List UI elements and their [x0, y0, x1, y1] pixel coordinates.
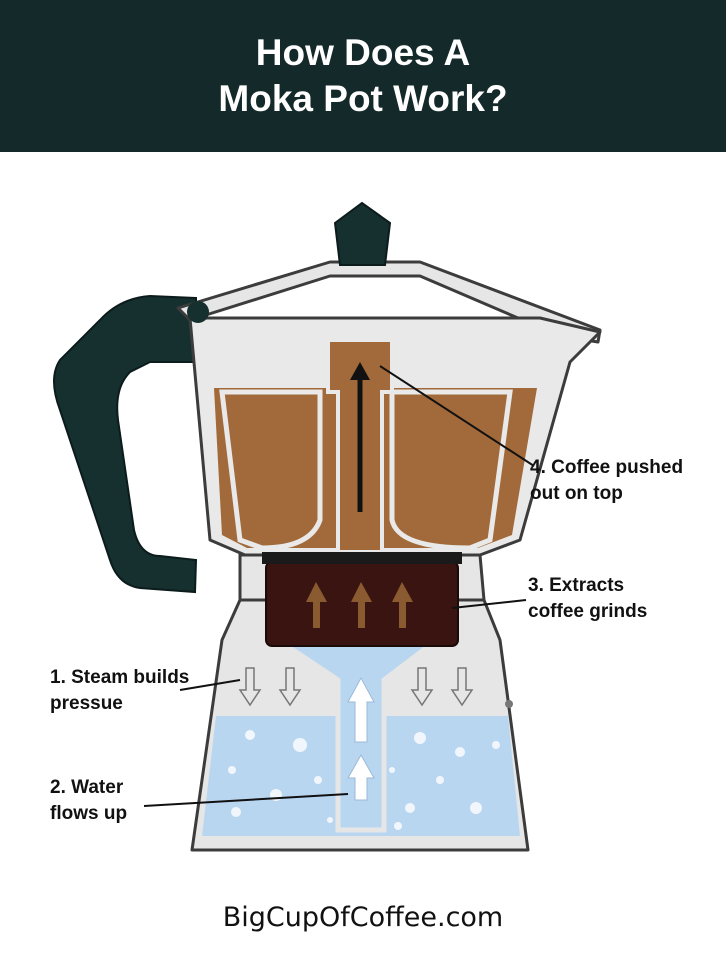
leader-step2 [143, 793, 349, 807]
footer-site-name: BigCupOfCoffee.com [222, 902, 504, 933]
label-step4-line2: out on top [530, 483, 623, 504]
label-step3-line1: 3. Extracts [528, 575, 625, 596]
label-step4: 4. Coffee pushed out on top [530, 455, 683, 507]
steam-arrows [238, 667, 474, 707]
label-step2-line2: flows up [50, 803, 128, 824]
title-line-2: Moka Pot Work? [218, 78, 508, 119]
water-up-arrows [347, 676, 375, 801]
leader-step3 [451, 599, 527, 609]
coffee-up-arrow [350, 362, 370, 380]
label-step1-line1: 1. Steam builds [50, 667, 190, 688]
inner-column-left [219, 389, 323, 551]
lid-knob [333, 201, 392, 266]
label-step2-line1: 2. Water [50, 777, 124, 798]
label-step3-line2: coffee grinds [528, 601, 648, 622]
label-step4-line1: 4. Coffee pushed [530, 457, 684, 478]
label-step2: 2. Water flows up [50, 775, 127, 827]
title-banner: How Does A Moka Pot Work? [0, 0, 726, 152]
hinge-icon [187, 301, 209, 323]
extract-arrows [306, 582, 413, 628]
label-step3: 3. Extracts coffee grinds [528, 573, 647, 625]
water-bubbles [228, 730, 500, 830]
leader-step1 [179, 679, 241, 691]
label-step1: 1. Steam builds pressue [50, 665, 189, 717]
handle [53, 294, 198, 594]
label-step1-line2: pressue [50, 693, 123, 714]
inner-column-right [389, 389, 513, 551]
leader-step4 [379, 365, 535, 467]
safety-valve-icon [505, 700, 513, 708]
title-line-1: How Does A [255, 32, 471, 73]
moka-pot-diagram [53, 201, 602, 852]
